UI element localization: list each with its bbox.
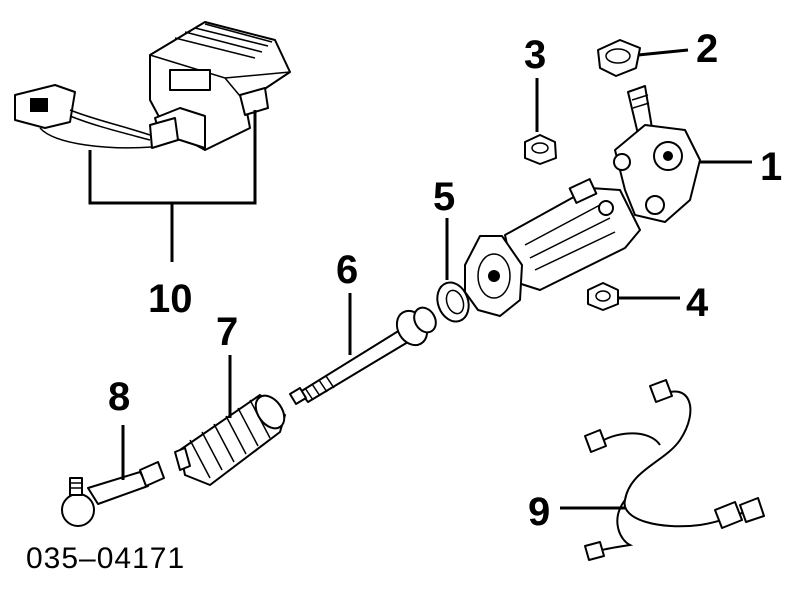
tie-rod-end-part-8 [61, 461, 165, 527]
inner-tie-rod-part-6 [289, 306, 437, 405]
steering-gear-part-1 [464, 85, 701, 317]
cap-part-2 [597, 39, 641, 77]
callout-4: 4 [686, 281, 709, 325]
callout-5: 5 [433, 175, 455, 219]
callout-7: 7 [216, 310, 238, 354]
callout-9: 9 [528, 490, 550, 534]
callout-8: 8 [108, 375, 130, 419]
callout-3: 3 [524, 33, 546, 77]
callout-1: 1 [760, 145, 782, 189]
figure-id: 035–04171 [26, 542, 185, 575]
callout-6: 6 [336, 248, 358, 292]
nut-part-3 [524, 134, 557, 165]
callout-2-leader [637, 48, 689, 57]
control-module-assembly [14, 21, 291, 151]
callout-10-leader [88, 110, 257, 262]
callout-10: 10 [148, 277, 193, 321]
nut-part-4 [587, 282, 619, 311]
callout-2: 2 [696, 27, 718, 71]
seal-ring-part-5 [436, 281, 470, 323]
rack-boot-part-7 [174, 394, 286, 486]
wiring-harness-part-9 [584, 379, 765, 561]
